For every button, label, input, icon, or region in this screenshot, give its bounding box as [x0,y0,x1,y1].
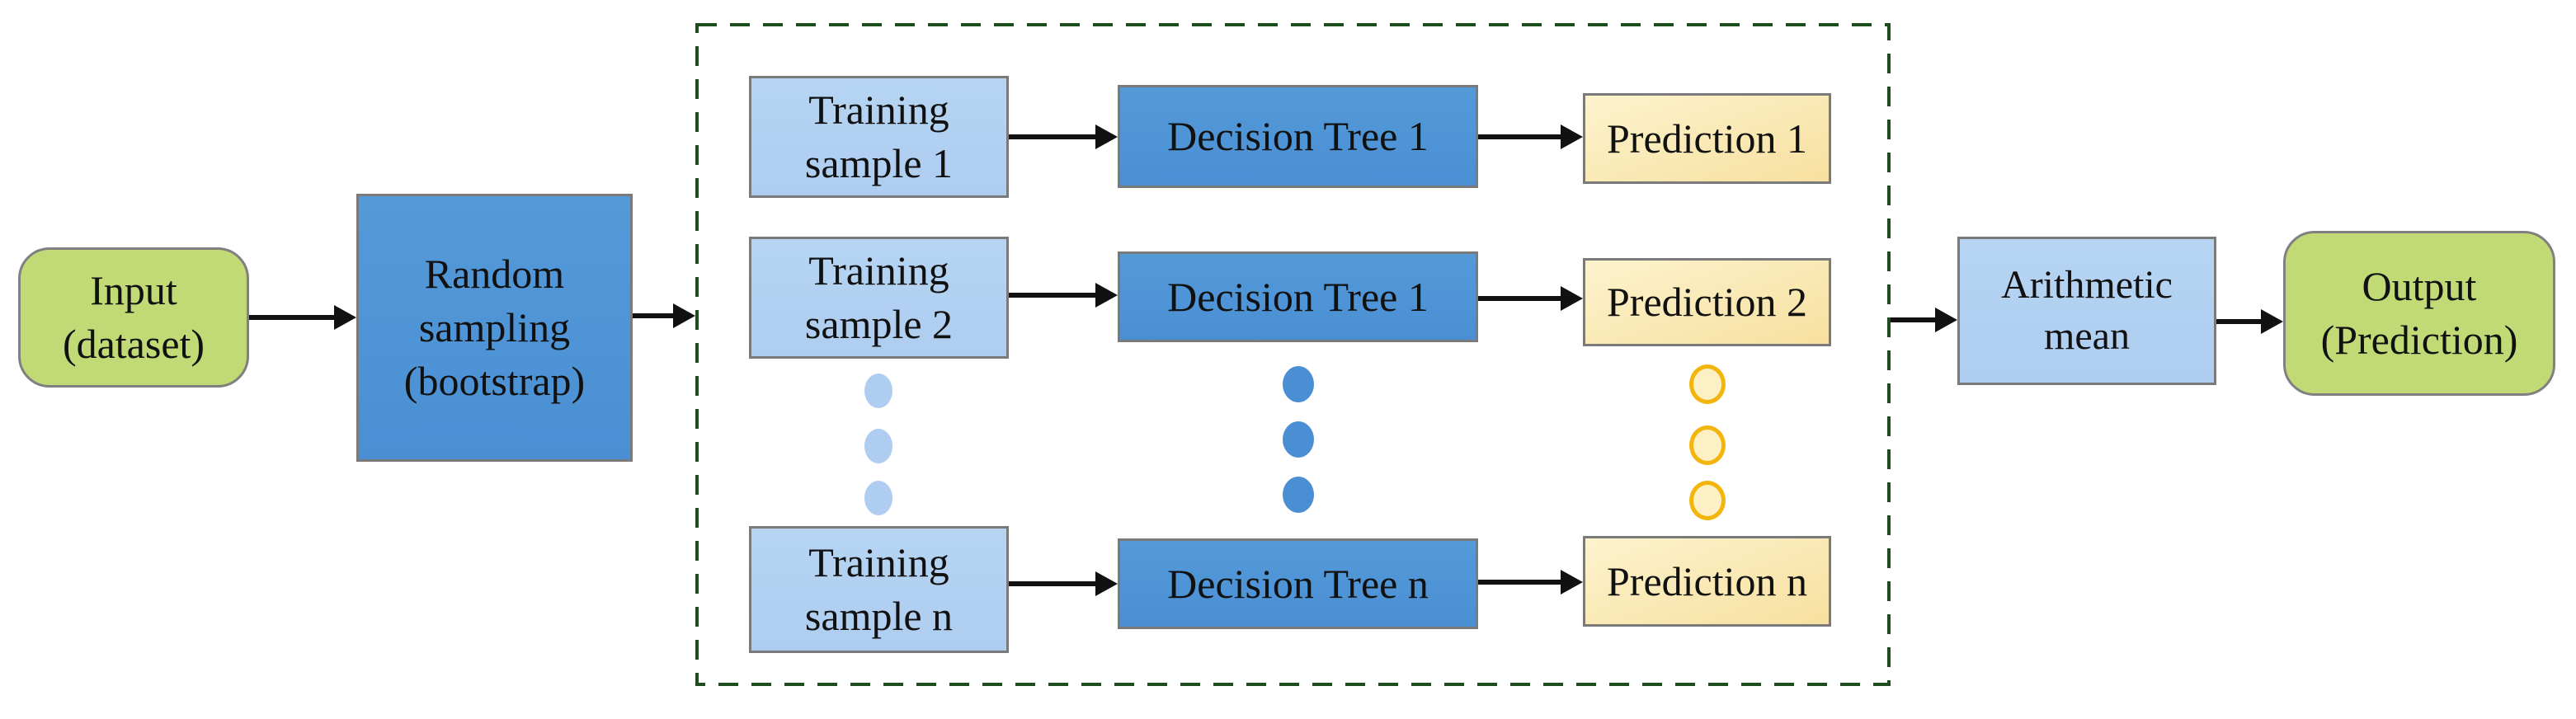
output-node: Output (Prediction) [2283,231,2555,396]
ensemble-dashed-container [695,23,1891,686]
arrow-ensemble-to-mean [1891,308,1957,332]
arrow-sampling-to-ensemble [633,303,695,328]
dot [864,429,892,463]
training-sample-n-node: Training sample n [749,526,1009,653]
training-sample-1-node: Training sample 1 [749,76,1009,198]
dot [1283,477,1314,513]
decision-tree-1-node: Decision Tree 1 [1118,85,1478,188]
arithmetic-mean-node: Arithmetic mean [1957,237,2216,385]
arrow-sample1-to-tree1 [1009,125,1118,149]
dot [1689,364,1726,404]
dot [864,481,892,515]
dot [1283,366,1314,402]
arrow-tree1-to-prediction1 [1478,125,1583,149]
input-node: Input (dataset) [18,247,249,388]
arrow-tree2-to-prediction2 [1478,286,1583,311]
prediction-1-node: Prediction 1 [1583,93,1831,184]
arrow-input-to-sampling [249,305,356,330]
arrow-sample2-to-tree2 [1009,283,1118,308]
arrow-treen-to-predictionn [1478,570,1583,594]
random-sampling-node: Random sampling (bootstrap) [356,194,633,462]
dashed-border-rect [695,23,1891,686]
prediction-2-node: Prediction 2 [1583,258,1831,346]
arrow-samplen-to-treen [1009,571,1118,596]
dot [1689,425,1726,465]
training-sample-2-node: Training sample 2 [749,237,1009,359]
arrow-mean-to-output [2216,309,2283,334]
decision-tree-2-node: Decision Tree 1 [1118,251,1478,342]
decision-tree-n-node: Decision Tree n [1118,538,1478,629]
dot [1283,421,1314,458]
prediction-n-node: Prediction n [1583,536,1831,627]
dot [1689,481,1726,520]
dot [864,374,892,408]
